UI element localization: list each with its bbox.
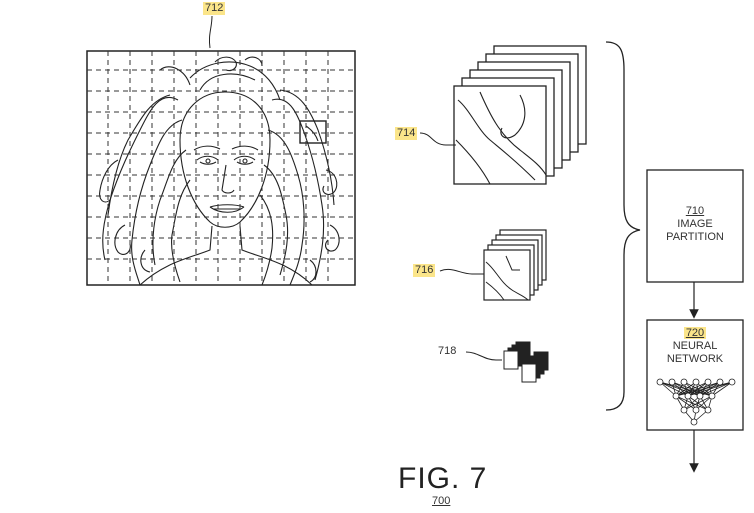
leader-712 bbox=[208, 15, 213, 49]
ref-712: 712 bbox=[203, 2, 226, 15]
figure-number: 700 bbox=[432, 495, 451, 507]
curly-brace bbox=[605, 41, 641, 411]
leader-718 bbox=[465, 351, 502, 361]
partition-line1: IMAGE bbox=[677, 218, 713, 230]
ref-718: 718 bbox=[438, 345, 457, 357]
leader-714 bbox=[419, 132, 456, 146]
network-box-text: 720 NEURAL NETWORK bbox=[647, 327, 743, 366]
network-line1: NEURAL bbox=[672, 340, 718, 352]
tile-stack-718 bbox=[503, 341, 549, 383]
network-number: 720 bbox=[683, 327, 707, 339]
portrait-sketch bbox=[99, 56, 340, 285]
partition-line2: PARTITION bbox=[666, 231, 724, 243]
leader-716 bbox=[439, 268, 484, 275]
tile-stack-714 bbox=[453, 45, 587, 185]
ref-714: 714 bbox=[395, 127, 418, 140]
network-line2: NETWORK bbox=[666, 353, 724, 365]
neural-net-icon bbox=[656, 378, 736, 426]
partition-number: 710 bbox=[685, 205, 705, 217]
figure-title: FIG. 7 bbox=[398, 462, 488, 495]
partitioned-image bbox=[86, 15, 356, 286]
image-partition-box bbox=[646, 169, 744, 283]
tile-stack-716 bbox=[483, 229, 547, 301]
ref-716: 716 bbox=[413, 264, 436, 277]
partition-grid bbox=[87, 51, 355, 285]
partition-box-text: 710 IMAGE PARTITION bbox=[647, 205, 743, 244]
